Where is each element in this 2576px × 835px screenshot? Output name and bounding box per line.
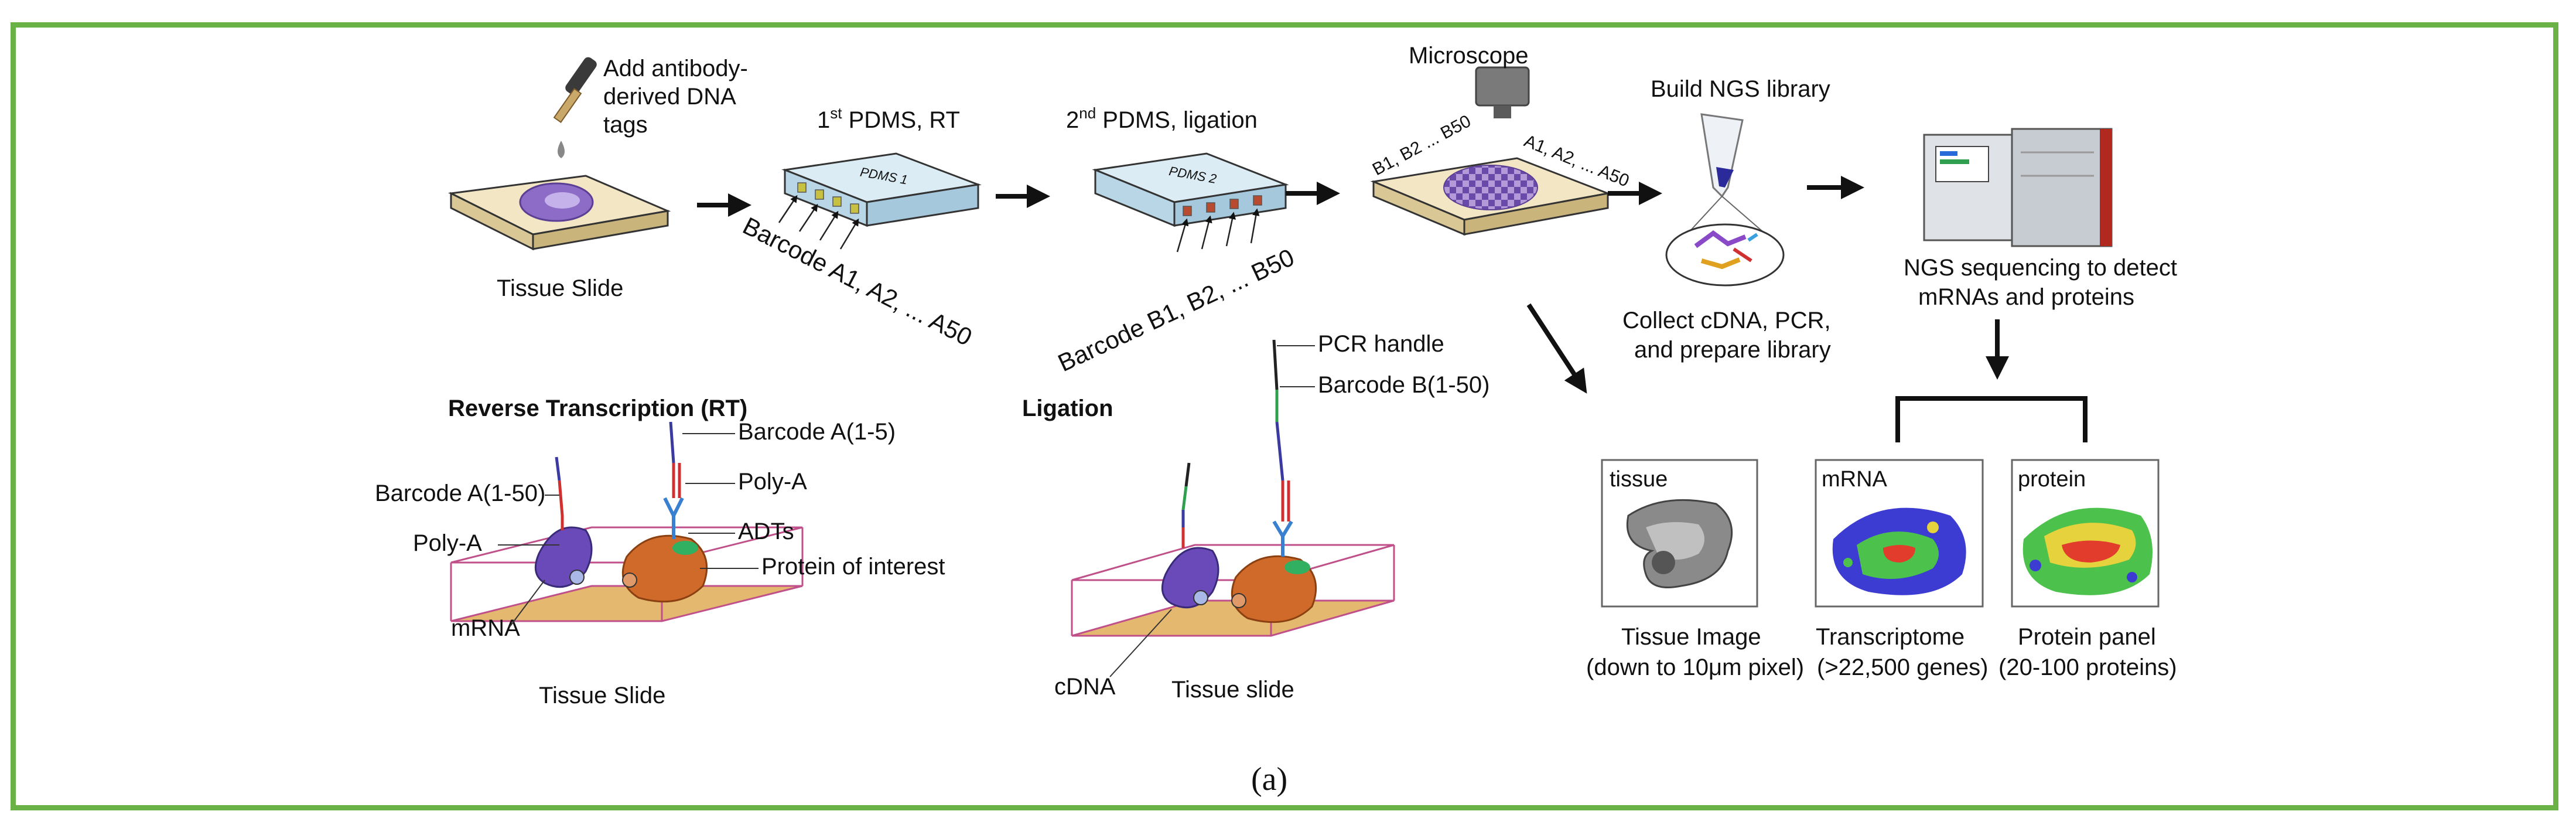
output-bracket	[1895, 396, 2088, 442]
add-tags-label-line2: derived DNA	[603, 84, 736, 110]
build-ngs-label: Build NGS library	[1651, 76, 1830, 102]
rt-poly-a-left: Poly-A	[413, 530, 482, 556]
figure-caption: (a)	[1251, 761, 1287, 797]
rt-slide: Tissue Slide	[539, 683, 665, 708]
rt-adts: ADTs	[738, 519, 794, 544]
ligation-box	[1071, 544, 1395, 637]
ngs-label-line2: mRNAs and proteins	[1918, 284, 2134, 310]
add-tags-label-line1: Add antibody-	[603, 56, 748, 81]
rt-barcode-a-1-5: Barcode A(1-5)	[738, 419, 896, 445]
dropper-icon	[553, 57, 597, 158]
rt-protein: Protein of interest	[761, 554, 945, 580]
pdms2-chip	[1092, 152, 1289, 253]
mrna-line1: Transcriptome	[1816, 624, 1965, 650]
rt-poly-a-top: Poly-A	[738, 469, 807, 495]
barcode-a-label: Barcode A1, A2, ... A50	[739, 212, 976, 351]
tissue-image-icon	[1626, 499, 1733, 588]
rt-barcode-a-1-50: Barcode A(1-50)	[375, 480, 545, 506]
pdms1-title: 1st PDMS, RT	[817, 104, 960, 133]
cdna-cell-icon	[1161, 547, 1219, 609]
rt-strands	[555, 421, 684, 539]
figure-frame	[11, 22, 2558, 810]
tissue-image-line2: (down to 10μm pixel)	[1586, 655, 1804, 680]
rt-title: Reverse Transcription (RT)	[448, 396, 747, 421]
collect-label-line1: Collect cDNA, PCR,	[1622, 308, 1831, 333]
microscope-icon	[1475, 66, 1530, 118]
protein-line1: Protein panel	[2018, 624, 2156, 650]
tissue-image-tag: tissue	[1610, 467, 1668, 492]
tissue-image-line1: Tissue Image	[1621, 624, 1761, 650]
ligation-cdna: cDNA	[1054, 674, 1116, 700]
ligation-strands	[1181, 339, 1293, 557]
sequencer-icon	[1923, 128, 2113, 247]
microscope-label: Microscope	[1409, 43, 1529, 69]
ligation-barcode-b: Barcode B(1-50)	[1318, 372, 1489, 398]
mrna-heatmap-tag: mRNA	[1822, 467, 1888, 492]
arrow-to-tissue-image	[1526, 303, 1587, 394]
mrna-line2: (>22,500 genes)	[1817, 655, 1988, 680]
rt-mrna: mRNA	[451, 615, 520, 641]
rt-box	[450, 526, 804, 622]
protein-heatmap-tag: protein	[2018, 467, 2086, 492]
barcoded-tissue-icon	[1443, 165, 1538, 210]
tissue-slide-label: Tissue Slide	[497, 275, 623, 301]
barcoded-slide	[1370, 157, 1611, 236]
mrna-heatmap-icon	[1832, 507, 1966, 595]
pdms2-title: 2nd PDMS, ligation	[1066, 104, 1258, 133]
tissue-slide-step	[447, 175, 671, 251]
ligation-pcr-handle: PCR handle	[1318, 331, 1444, 357]
protein-heatmap-icon	[2022, 507, 2153, 595]
ligation-title: Ligation	[1022, 396, 1113, 421]
ngs-label-line1: NGS sequencing to detect	[1904, 255, 2177, 281]
barcode-b-label: Barcode B1, B2, ... B50	[1054, 243, 1299, 377]
tube-icon	[1686, 113, 1767, 235]
collect-label-line2: and prepare library	[1634, 337, 1831, 363]
library-circle	[1665, 223, 1785, 287]
ligation-slide: Tissue slide	[1171, 677, 1294, 703]
add-tags-label-line3: tags	[603, 112, 648, 138]
pdms1-chip	[778, 152, 982, 250]
protein-line2: (20-100 proteins)	[1998, 655, 2177, 680]
